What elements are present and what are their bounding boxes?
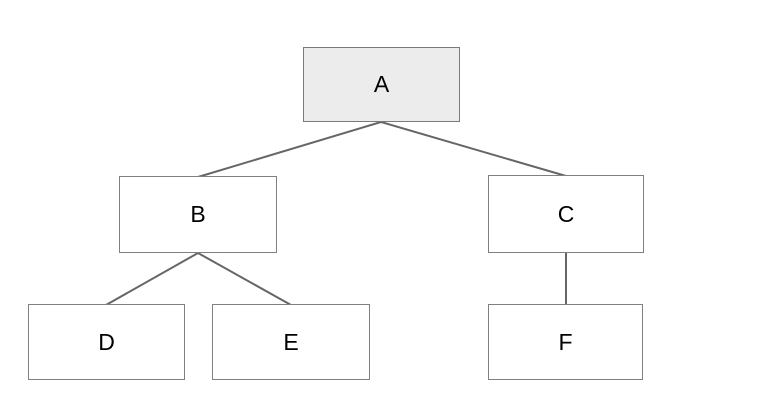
node-F-label: F xyxy=(558,328,573,355)
node-C-label: C xyxy=(557,200,575,227)
node-F[interactable]: F xyxy=(488,304,643,380)
node-D[interactable]: D xyxy=(28,304,185,380)
node-E-label: E xyxy=(283,328,299,355)
node-C[interactable]: C xyxy=(488,175,644,253)
edge-B-D xyxy=(105,252,199,306)
node-B[interactable]: B xyxy=(119,176,277,253)
node-D-label: D xyxy=(98,328,115,355)
node-A[interactable]: A xyxy=(303,47,460,122)
edge-A-B xyxy=(197,121,382,178)
edge-A-C xyxy=(380,121,567,177)
edge-B-E xyxy=(197,252,292,306)
node-B-label: B xyxy=(190,201,206,227)
node-E[interactable]: E xyxy=(212,304,370,380)
node-A-label: A xyxy=(373,71,390,97)
